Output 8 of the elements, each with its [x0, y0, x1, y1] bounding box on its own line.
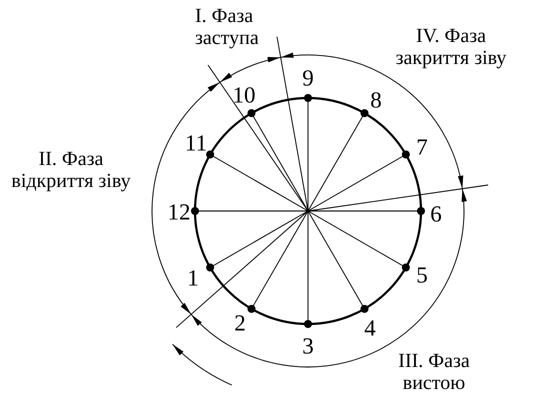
- point-number: 12: [168, 200, 190, 224]
- point-number: 9: [302, 66, 314, 90]
- point-number: 3: [302, 334, 314, 358]
- phase-label: II. Фаза відкриття зіву: [11, 148, 131, 192]
- phase-label: IV. Фаза закриття зіву: [396, 25, 506, 69]
- point-number: 6: [430, 202, 442, 226]
- phase-label: I. Фаза заступа: [195, 5, 259, 49]
- phase-label: III. Фаза вистою: [398, 350, 470, 394]
